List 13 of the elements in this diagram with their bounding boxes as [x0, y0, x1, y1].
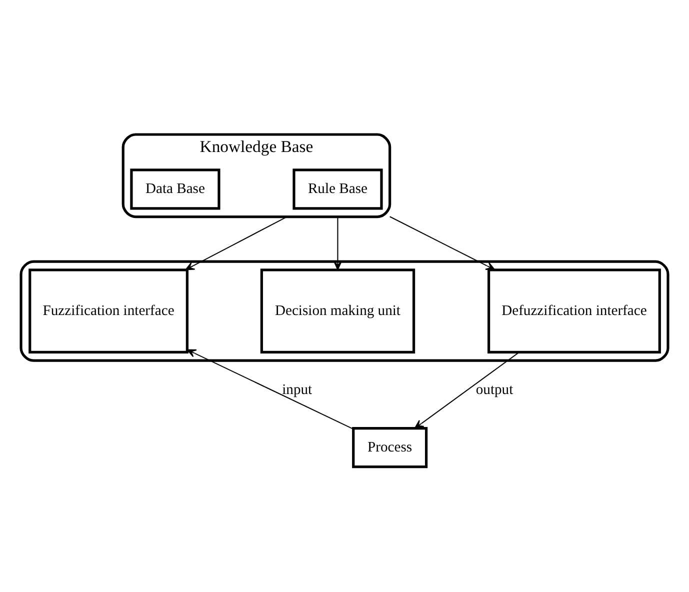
node-box: Rule Base — [292, 168, 383, 210]
arrow — [414, 352, 520, 428]
arrow — [390, 216, 496, 270]
node-box: Fuzzification interface — [28, 268, 188, 354]
edge-label: input — [282, 382, 312, 398]
node-box: Process — [352, 426, 428, 468]
edge-label: output — [476, 382, 514, 398]
arrow — [186, 348, 354, 429]
arrow — [333, 216, 342, 270]
node-box: Data Base — [130, 168, 220, 210]
arrow — [185, 216, 288, 270]
node-box: Decision making unit — [260, 268, 416, 354]
node-box: Defuzzification interface — [487, 268, 661, 354]
